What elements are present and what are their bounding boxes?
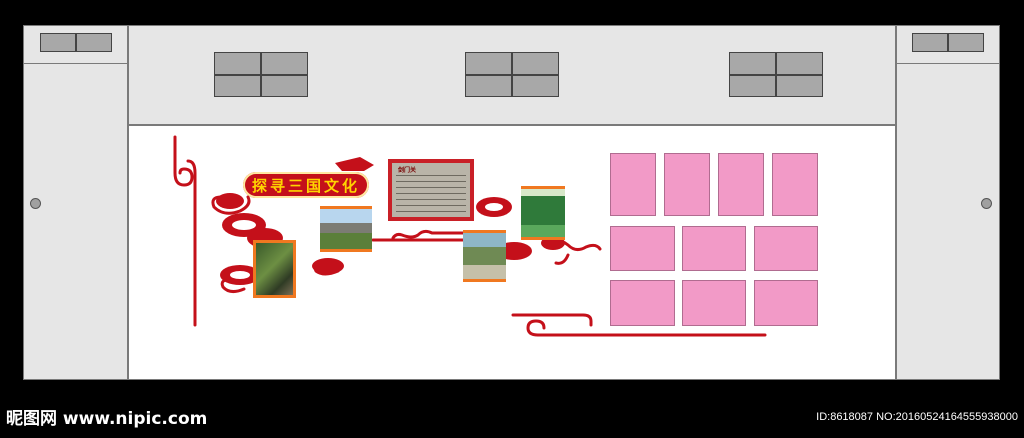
text-board: 剑门关 <box>388 159 474 221</box>
vent-cell <box>261 52 308 75</box>
title-banner: 探寻三国文化 <box>243 172 369 198</box>
pink-panel <box>718 153 764 216</box>
right-side-vent <box>912 33 984 52</box>
watermark-logo: 昵图网 www.nipic.com <box>6 409 208 429</box>
pink-panel <box>610 226 675 271</box>
text-board-body: 剑门关 <box>392 163 470 217</box>
vent-cell <box>76 33 112 52</box>
text-line <box>396 181 466 182</box>
vent-cell <box>912 33 948 52</box>
pink-panel <box>754 280 818 326</box>
cloud-ornament-icon <box>216 193 244 209</box>
vent-cell <box>512 74 559 97</box>
pink-panel <box>772 153 818 216</box>
board-heading: 剑门关 <box>398 167 417 174</box>
text-line <box>396 211 466 212</box>
ceiling-vent-3 <box>729 52 823 97</box>
vent-cell <box>512 52 559 75</box>
red-ornament-lines <box>173 135 767 337</box>
vent-cell <box>214 52 261 75</box>
image-id-label: ID:8618087 NO:20160524164555938000 <box>816 411 1018 423</box>
left-ceiling-section <box>24 26 127 64</box>
pink-panel <box>682 280 746 326</box>
pink-panel <box>682 226 746 271</box>
gate-photo <box>320 206 372 252</box>
wall-knob-icon <box>30 198 41 209</box>
ceiling-vent-2 <box>465 52 559 97</box>
vent-cell <box>465 74 512 97</box>
vent-cell <box>948 33 984 52</box>
waterfall-photo <box>463 230 506 282</box>
ceiling-vent-1 <box>214 52 308 97</box>
text-line <box>396 193 466 194</box>
pink-panel <box>754 226 818 271</box>
scroll-ornament-icon <box>335 157 374 171</box>
vent-cell <box>729 52 776 75</box>
vent-cell <box>729 74 776 97</box>
forest-photo <box>521 186 565 240</box>
vent-cell <box>465 52 512 75</box>
mountain-photo <box>253 240 296 298</box>
text-line <box>396 199 466 200</box>
wall-knob-icon <box>981 198 992 209</box>
vent-cell <box>776 52 823 75</box>
vent-cell <box>261 74 308 97</box>
text-line <box>396 175 466 176</box>
pink-panel <box>610 153 656 216</box>
left-scroll-ornament-icon <box>173 135 194 187</box>
text-line <box>396 187 466 188</box>
vent-cell <box>214 74 261 97</box>
vent-cell <box>776 74 823 97</box>
right-ceiling-section <box>897 26 999 64</box>
left-side-vent <box>40 33 112 52</box>
pink-panel <box>610 280 675 326</box>
vent-cell <box>40 33 76 52</box>
pink-panel <box>664 153 710 216</box>
text-line <box>396 205 466 206</box>
